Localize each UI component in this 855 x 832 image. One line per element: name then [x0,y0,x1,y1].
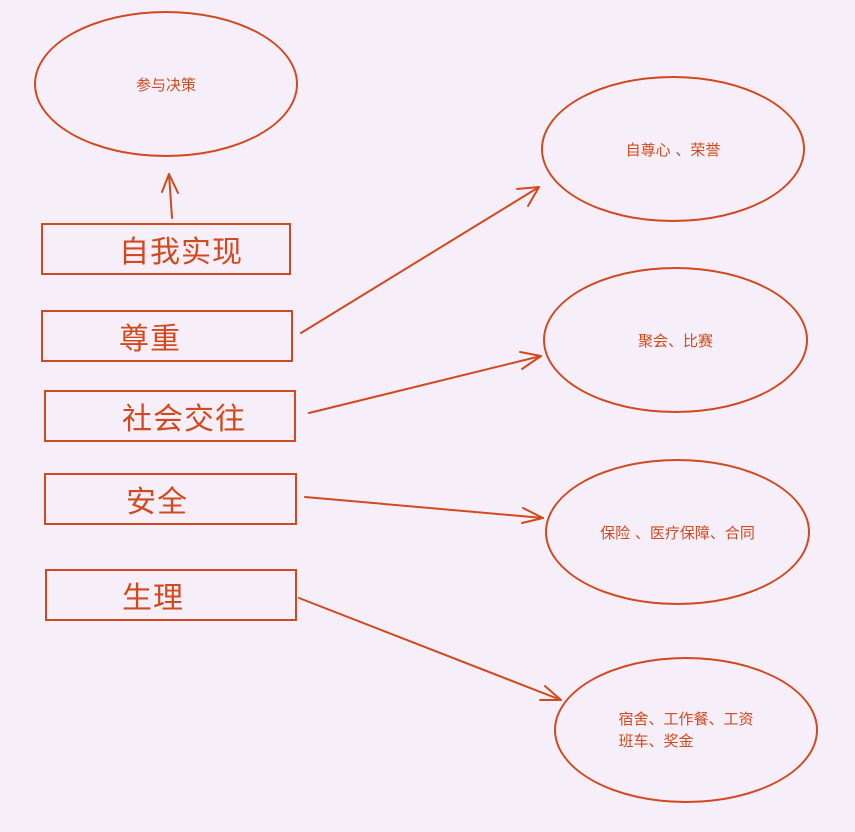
outcome-physiological: 宿舍、工作餐、工资 班车、奖金 [554,657,818,803]
arrowhead-physiological [539,685,562,701]
outcome-esteem: 自尊心 、荣誉 [541,76,805,222]
arrow-safety [304,496,544,519]
outcome-self-actualization: 参与决策 [34,11,298,157]
level-safety-label: 安全 [126,485,188,520]
level-self-actualization: 自我实现 [41,223,291,275]
outcome-physiological-line-2: 班车、奖金 [618,732,694,750]
level-self-actualization-label: 自我实现 [119,235,243,270]
level-social: 社会交往 [44,390,296,442]
outcome-safety-text: 保险 、医疗保障、合同 [600,523,755,542]
level-esteem: 尊重 [41,310,293,362]
level-physiological: 生理 [45,569,297,621]
outcome-physiological-line-1: 宿舍、工作餐、工资 [618,710,754,728]
outcome-esteem-text: 自尊心 、荣誉 [625,140,721,159]
arrow-physiological [298,597,562,701]
arrowhead-social [519,351,542,370]
outcome-social: 聚会、比赛 [543,267,808,413]
arrowhead-esteem [516,186,540,207]
outcome-physiological-text: 宿舍、工作餐、工资 班车、奖金 [618,708,753,752]
outcome-social-text: 聚会、比赛 [637,331,713,350]
outcome-safety: 保险 、医疗保障、合同 [545,459,810,605]
level-social-label: 社会交往 [122,402,246,437]
arrow-social [308,355,542,414]
level-physiological-label: 生理 [122,581,184,616]
outcome-self-actualization-text: 参与决策 [135,75,196,94]
arrow-self-actualization [168,173,173,219]
arrowhead-safety [521,507,544,524]
arrowhead-self-actualization [161,173,179,194]
level-safety: 安全 [44,473,297,525]
arrow-esteem [300,186,540,334]
level-esteem-label: 尊重 [119,322,181,357]
